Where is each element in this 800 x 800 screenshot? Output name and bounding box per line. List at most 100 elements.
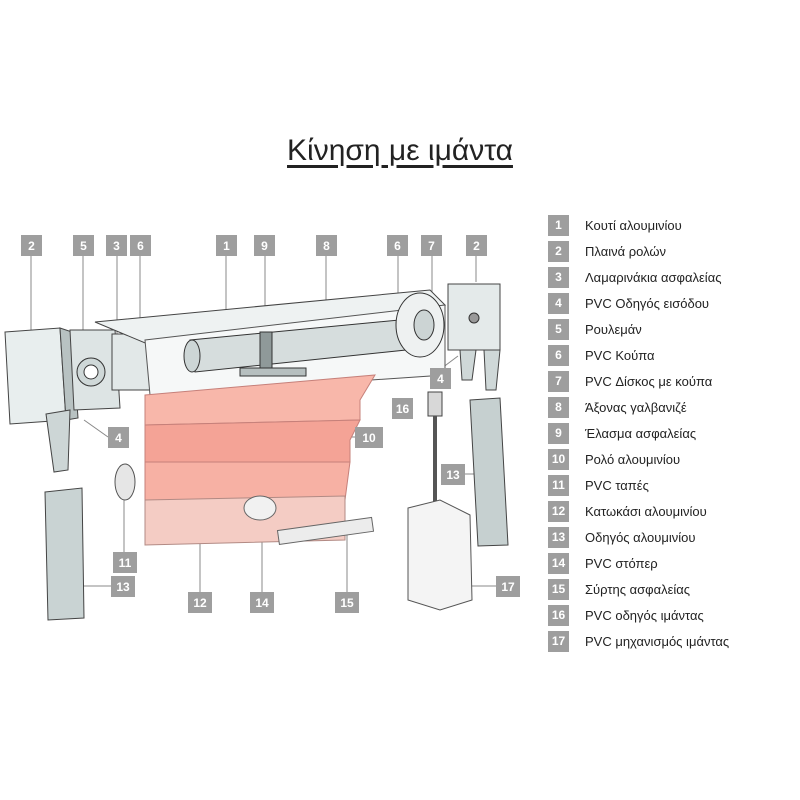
legend-row: 8 Άξονας γαλβανιζέ	[548, 394, 798, 420]
tag-17: 17	[496, 576, 520, 597]
left-side-bracket	[4, 327, 79, 473]
tag-8: 8	[316, 235, 337, 256]
legend-label: PVC Δίσκος με κούπα	[585, 373, 713, 389]
legend-label: Κατωκάσι αλουμινίου	[585, 503, 707, 519]
tag-text: 2	[473, 239, 480, 253]
tag-text: 13	[116, 580, 130, 594]
legend-number: 16	[548, 604, 569, 626]
tag-text: 16	[396, 402, 410, 416]
tag-text: 5	[80, 239, 87, 253]
legend-number: 11	[548, 474, 569, 496]
aluminium-roller-slats	[144, 374, 376, 501]
legend-number: 7	[548, 370, 569, 392]
safety-strap-base	[239, 367, 307, 377]
tag-13-left: 13	[111, 576, 135, 597]
left-guide-rail	[44, 487, 85, 621]
legend-label: PVC στόπερ	[585, 555, 658, 571]
tag-7: 7	[421, 235, 442, 256]
tag-5: 5	[73, 235, 94, 256]
tag-text: 11	[119, 556, 132, 570]
tag-4-left: 4	[108, 427, 129, 448]
legend-label: Λαμαρινάκια ασφαλείας	[585, 269, 722, 285]
legend-number: 6	[548, 344, 569, 366]
legend-number: 1	[548, 214, 569, 236]
right-guide-rail	[469, 397, 509, 547]
tag-3: 3	[106, 235, 127, 256]
tag-6-left: 6	[130, 235, 151, 256]
pvc-end-cap	[114, 463, 136, 501]
tag-10: 10	[355, 427, 383, 448]
tag-1: 1	[216, 235, 237, 256]
legend-number: 8	[548, 396, 569, 418]
legend-label: PVC Κούπα	[585, 347, 655, 363]
legend-row: 13 Οδηγός αλουμινίου	[548, 524, 798, 550]
legend-row: 17 PVC μηχανισμός ιμάντας	[548, 628, 798, 654]
tag-4-right: 4	[430, 368, 451, 389]
legend-label: Πλαινά ρολών	[585, 243, 667, 259]
tag-text: 13	[446, 468, 460, 482]
legend-number: 2	[548, 240, 569, 262]
legend-label: Οδηγός αλουμινίου	[585, 529, 696, 545]
legend-number: 3	[548, 266, 569, 288]
pvc-strap-mechanism	[407, 499, 473, 611]
tag-text: 2	[28, 239, 35, 253]
tag-text: 9	[261, 239, 268, 253]
legend-row: 2 Πλαινά ρολών	[548, 238, 798, 264]
legend-row: 9 Έλασμα ασφαλείας	[548, 420, 798, 446]
pvc-stopper	[243, 495, 277, 521]
safety-strap	[259, 331, 273, 373]
pulley-disc	[395, 292, 445, 358]
legend-row: 6 PVC Κούπα	[548, 342, 798, 368]
tag-text: 8	[323, 239, 330, 253]
pvc-strap-guide	[427, 391, 443, 417]
legend-label: Άξονας γαλβανιζέ	[585, 399, 687, 415]
legend-row: 5 Ρουλεμάν	[548, 316, 798, 342]
tag-2-right: 2	[466, 235, 487, 256]
legend-label: Ρουλεμάν	[585, 321, 642, 337]
legend-row: 16 PVC οδηγός ιμάντας	[548, 602, 798, 628]
legend-label: PVC ταπές	[585, 477, 649, 493]
legend-number: 13	[548, 526, 569, 548]
tag-2: 2	[21, 235, 42, 256]
legend-number: 10	[548, 448, 569, 470]
legend-label: Ρολό αλουμινίου	[585, 451, 681, 467]
tag-16: 16	[392, 398, 413, 419]
tag-15: 15	[335, 592, 359, 613]
tag-text: 1	[223, 239, 230, 253]
tag-text: 14	[255, 596, 269, 610]
tag-text: 10	[362, 431, 376, 445]
legend-label: PVC μηχανισμός ιμάντας	[585, 633, 730, 649]
legend-label: Σύρτης ασφαλείας	[585, 581, 691, 597]
legend-number: 17	[548, 630, 569, 652]
tag-text: 17	[501, 580, 515, 594]
legend-number: 12	[548, 500, 569, 522]
diagram-title: Κίνηση με ιμάντα	[287, 134, 513, 167]
tag-11: 11	[113, 552, 137, 573]
tag-9: 9	[254, 235, 275, 256]
leader-lines	[30, 254, 497, 592]
legend-row: 10 Ρολό αλουμινίου	[548, 446, 798, 472]
legend-number: 4	[548, 292, 569, 314]
legend-label: Έλασμα ασφαλείας	[585, 425, 697, 441]
tag-text: 6	[394, 239, 401, 253]
tag-14: 14	[250, 592, 274, 613]
legend-row: 7 PVC Δίσκος με κούπα	[548, 368, 798, 394]
bearing-plate	[69, 329, 121, 411]
safety-plate	[111, 333, 151, 391]
legend-number: 9	[548, 422, 569, 444]
tag-text: 12	[193, 596, 207, 610]
legend-row: 3 Λαμαρινάκια ασφαλείας	[548, 264, 798, 290]
legend-number: 5	[548, 318, 569, 340]
legend-row: 12 Κατωκάσι αλουμινίου	[548, 498, 798, 524]
tag-text: 15	[340, 596, 354, 610]
tag-text: 7	[428, 239, 435, 253]
tag-text: 3	[113, 239, 120, 253]
legend-row: 11 PVC ταπές	[548, 472, 798, 498]
legend-label: PVC οδηγός ιμάντας	[585, 607, 704, 623]
tag-6-right: 6	[387, 235, 408, 256]
